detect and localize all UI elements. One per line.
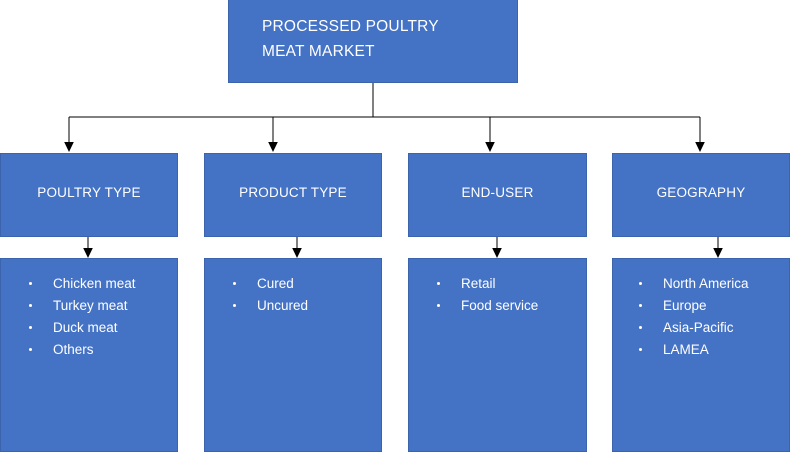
item-list-node-product-type[interactable]: Cured Uncured — [204, 258, 382, 452]
arrowhead-item-4 — [713, 248, 723, 258]
item-list-node-geography[interactable]: North America Europe Asia-Pacific LAMEA — [612, 258, 790, 452]
arrowhead-branch-3 — [485, 142, 495, 152]
root-node-processed-poultry-meat-market[interactable]: PROCESSED POULTRY MEAT MARKET — [228, 0, 518, 83]
category-node-product-type[interactable]: PRODUCT TYPE — [204, 153, 382, 237]
item-list: Chicken meat Turkey meat Duck meat Other… — [1, 259, 177, 361]
list-item: Food service — [431, 295, 580, 317]
item-list-node-end-user[interactable]: Retail Food service — [408, 258, 587, 452]
list-item: Others — [23, 339, 171, 361]
list-item: Retail — [431, 273, 580, 295]
arrowhead-branch-1 — [64, 142, 74, 152]
item-list: Retail Food service — [409, 259, 586, 317]
category-label: POULTRY TYPE — [37, 185, 141, 200]
arrowhead-branch-2 — [268, 142, 278, 152]
category-node-poultry-type[interactable]: POULTRY TYPE — [0, 153, 178, 237]
arrowhead-item-2 — [292, 248, 302, 258]
item-list: North America Europe Asia-Pacific LAMEA — [613, 259, 789, 361]
list-item: Chicken meat — [23, 273, 171, 295]
category-node-geography[interactable]: GEOGRAPHY — [612, 153, 790, 237]
list-item: Asia-Pacific — [633, 317, 783, 339]
arrowhead-item-3 — [492, 248, 502, 258]
list-item: North America — [633, 273, 755, 295]
list-item: Europe — [633, 295, 783, 317]
category-node-end-user[interactable]: END-USER — [408, 153, 587, 237]
category-label: GEOGRAPHY — [656, 185, 746, 200]
category-label: PRODUCT TYPE — [239, 185, 347, 200]
list-item: Cured — [227, 273, 375, 295]
list-item: LAMEA — [633, 339, 783, 361]
list-item: Turkey meat — [23, 295, 171, 317]
category-label: END-USER — [461, 185, 534, 200]
arrowhead-branch-4 — [695, 142, 705, 152]
list-item: Duck meat — [23, 317, 171, 339]
root-node-title: PROCESSED POULTRY MEAT MARKET — [262, 18, 439, 60]
item-list-node-poultry-type[interactable]: Chicken meat Turkey meat Duck meat Other… — [0, 258, 178, 452]
arrowhead-item-1 — [83, 248, 93, 258]
item-list: Cured Uncured — [205, 259, 381, 317]
list-item: Uncured — [227, 295, 375, 317]
